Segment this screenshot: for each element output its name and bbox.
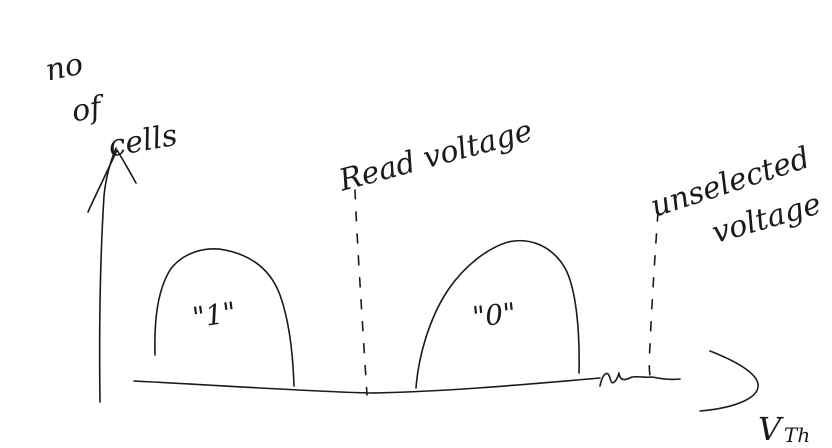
x-axis-label: V — [758, 410, 784, 448]
state-one-distribution-curve — [154, 248, 295, 387]
y-axis-label-cells: cells — [106, 118, 180, 164]
x-axis-arrowhead — [699, 350, 759, 412]
read-voltage-dashed-line — [354, 189, 368, 396]
x-axis-label-subscript: Th — [784, 423, 810, 447]
read-voltage-label: Read voltage — [335, 113, 537, 198]
unselected-voltage-dashed-line — [648, 211, 659, 377]
y-axis-arrowhead — [87, 149, 137, 213]
state-zero-label: "0" — [471, 296, 518, 333]
x-axis-line — [133, 377, 601, 394]
y-axis-line — [98, 147, 117, 403]
state-zero-distribution-curve — [415, 239, 580, 389]
state-one-label: "1" — [190, 296, 238, 335]
y-axis-label-of: of — [69, 89, 109, 129]
y-axis-label-no: no — [42, 47, 86, 89]
axis-break-squiggle — [599, 372, 681, 387]
